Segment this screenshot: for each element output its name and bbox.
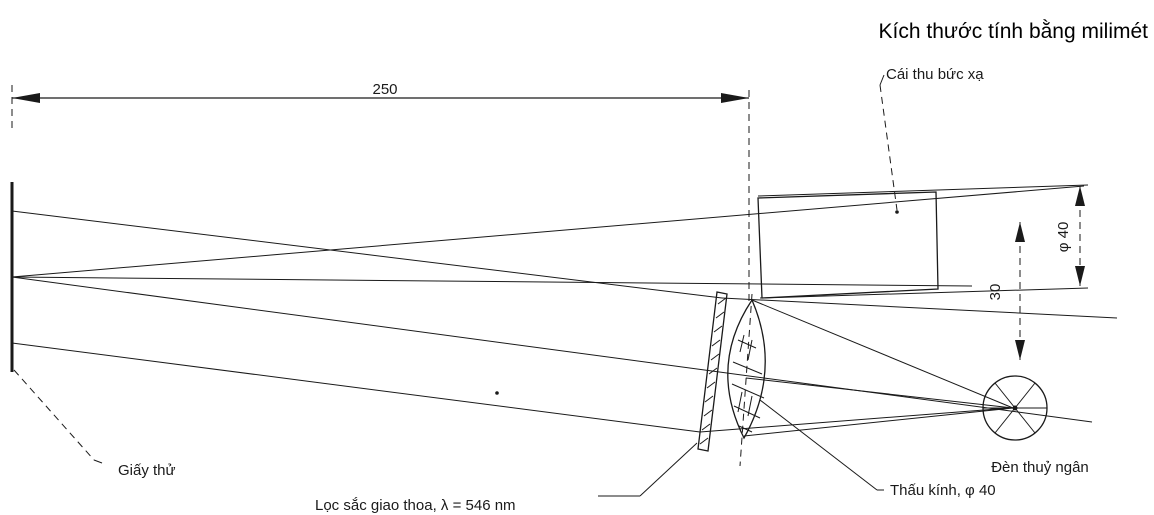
dimension-30-label: 30 <box>987 284 1004 301</box>
light-rays <box>11 184 1118 437</box>
lens-label: Thấu kính, φ 40 <box>890 482 996 499</box>
leader-lines <box>13 369 884 497</box>
lens <box>727 293 766 467</box>
detector-label: Cái thu bức xạ <box>886 66 984 83</box>
mercury-lamp <box>982 375 1048 441</box>
dimension-phi40: φ 40 <box>1055 186 1085 286</box>
interference-filter <box>697 291 728 452</box>
dimension-phi40-label: φ 40 <box>1055 222 1072 253</box>
filter-label: Lọc sắc giao thoa, λ = 546 nm <box>315 497 516 514</box>
dimension-30: 30 <box>987 222 1025 360</box>
units-note: Kích thước tính bằng milimét <box>879 20 1149 43</box>
detector <box>757 74 939 299</box>
dimension-250-label: 250 <box>372 81 397 98</box>
dimension-250: 250 <box>11 81 750 305</box>
lamp-label: Đèn thuỷ ngân <box>991 459 1089 476</box>
test-paper-label: Giấy thử <box>118 462 176 479</box>
